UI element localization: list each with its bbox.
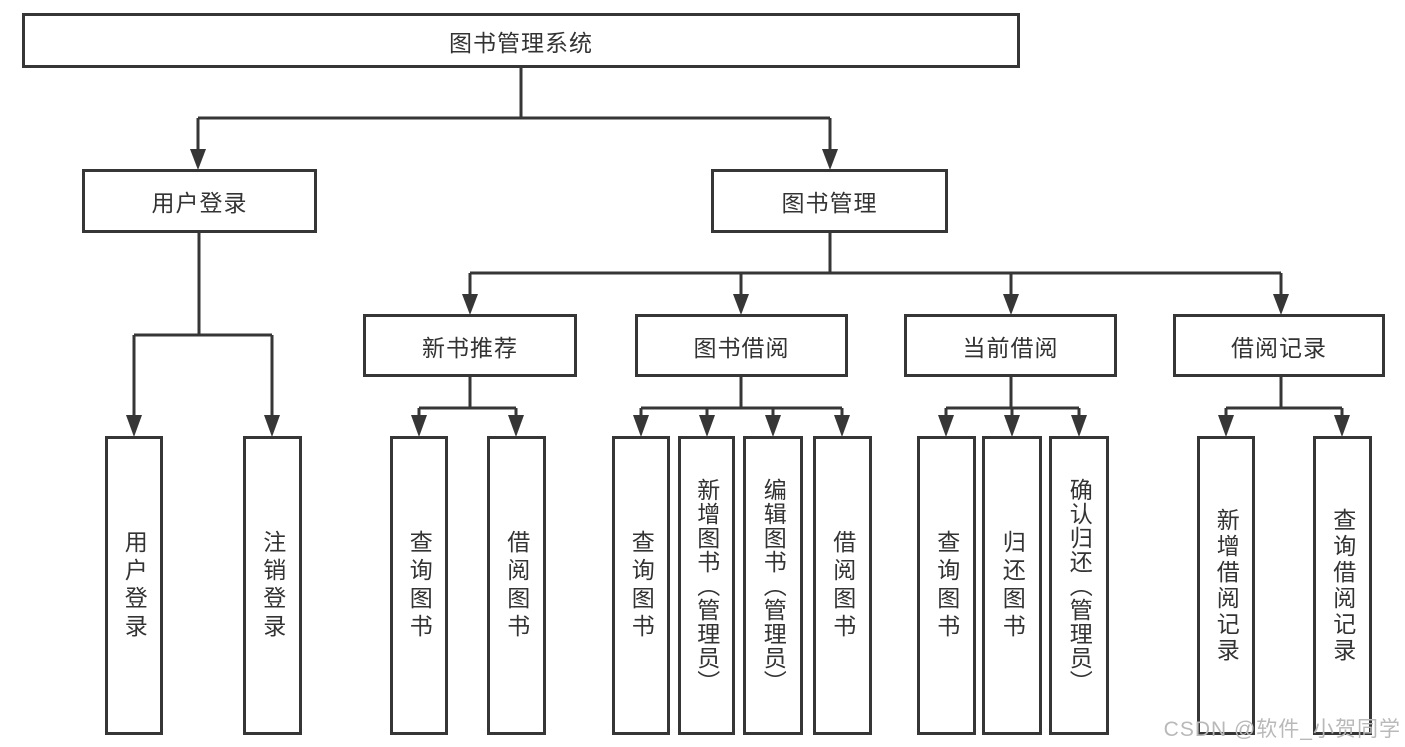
leaf-bb-borrow-books: 借阅图书 <box>813 436 872 735</box>
node-book-management-module-label: 图书管理 <box>781 190 878 216</box>
leaf-br-query-record-label: 查询借阅记录 <box>1329 507 1356 664</box>
node-book-borrowing-label: 图书借阅 <box>693 334 790 361</box>
leaf-nb-query-books-label: 查询图书 <box>406 529 433 642</box>
arrowheads <box>126 149 1350 437</box>
leaf-user-login: 用户登录 <box>105 436 163 735</box>
node-borrowing-records-label: 借阅记录 <box>1231 334 1327 361</box>
leaf-cb-query-books-label: 查询图书 <box>933 529 960 642</box>
leaf-nb-borrow-books-label: 借阅图书 <box>503 529 530 642</box>
node-current-borrowing: 当前借阅 <box>904 314 1117 377</box>
leaf-bb-query-books: 查询图书 <box>612 436 670 735</box>
leaf-bb-add-books-admin-label: 新增图书（管理员） <box>693 477 720 694</box>
node-current-borrowing-label: 当前借阅 <box>962 334 1059 361</box>
leaf-bb-edit-books-admin: 编辑图书（管理员） <box>743 436 803 735</box>
leaf-logout: 注销登录 <box>243 436 302 735</box>
node-root-system-label: 图书管理系统 <box>449 29 593 56</box>
node-new-book-recommend: 新书推荐 <box>363 314 577 377</box>
node-book-borrowing: 图书借阅 <box>635 314 848 377</box>
node-root-system: 图书管理系统 <box>22 13 1020 68</box>
node-borrowing-records: 借阅记录 <box>1173 314 1385 377</box>
leaf-br-add-record-label: 新增借阅记录 <box>1213 507 1240 664</box>
leaf-br-add-record: 新增借阅记录 <box>1197 436 1255 735</box>
leaf-bb-borrow-books-label: 借阅图书 <box>829 529 856 642</box>
csdn-watermark: CSDN @软件_小贺同学 <box>1163 718 1401 741</box>
node-book-management-module: 图书管理 <box>711 169 948 233</box>
leaf-bb-query-books-label: 查询图书 <box>628 529 655 642</box>
leaf-bb-edit-books-admin-label: 编辑图书（管理员） <box>760 477 787 694</box>
leaf-cb-query-books: 查询图书 <box>917 436 976 735</box>
node-new-book-recommend-label: 新书推荐 <box>422 334 518 361</box>
leaf-bb-add-books-admin: 新增图书（管理员） <box>678 436 735 735</box>
leaf-cb-confirm-return-admin: 确认归还（管理员） <box>1049 436 1109 735</box>
leaf-br-query-record: 查询借阅记录 <box>1313 436 1372 735</box>
leaf-logout-label: 注销登录 <box>259 529 286 642</box>
leaf-cb-confirm-return-admin-label: 确认归还（管理员） <box>1066 477 1093 694</box>
node-user-login-module: 用户登录 <box>82 169 317 233</box>
leaf-cb-return-books: 归还图书 <box>982 436 1042 735</box>
leaf-nb-borrow-books: 借阅图书 <box>487 436 546 735</box>
leaf-cb-return-books-label: 归还图书 <box>999 529 1026 642</box>
leaf-user-login-label: 用户登录 <box>121 529 148 642</box>
node-user-login-module-label: 用户登录 <box>151 190 248 216</box>
leaf-nb-query-books: 查询图书 <box>390 436 448 735</box>
